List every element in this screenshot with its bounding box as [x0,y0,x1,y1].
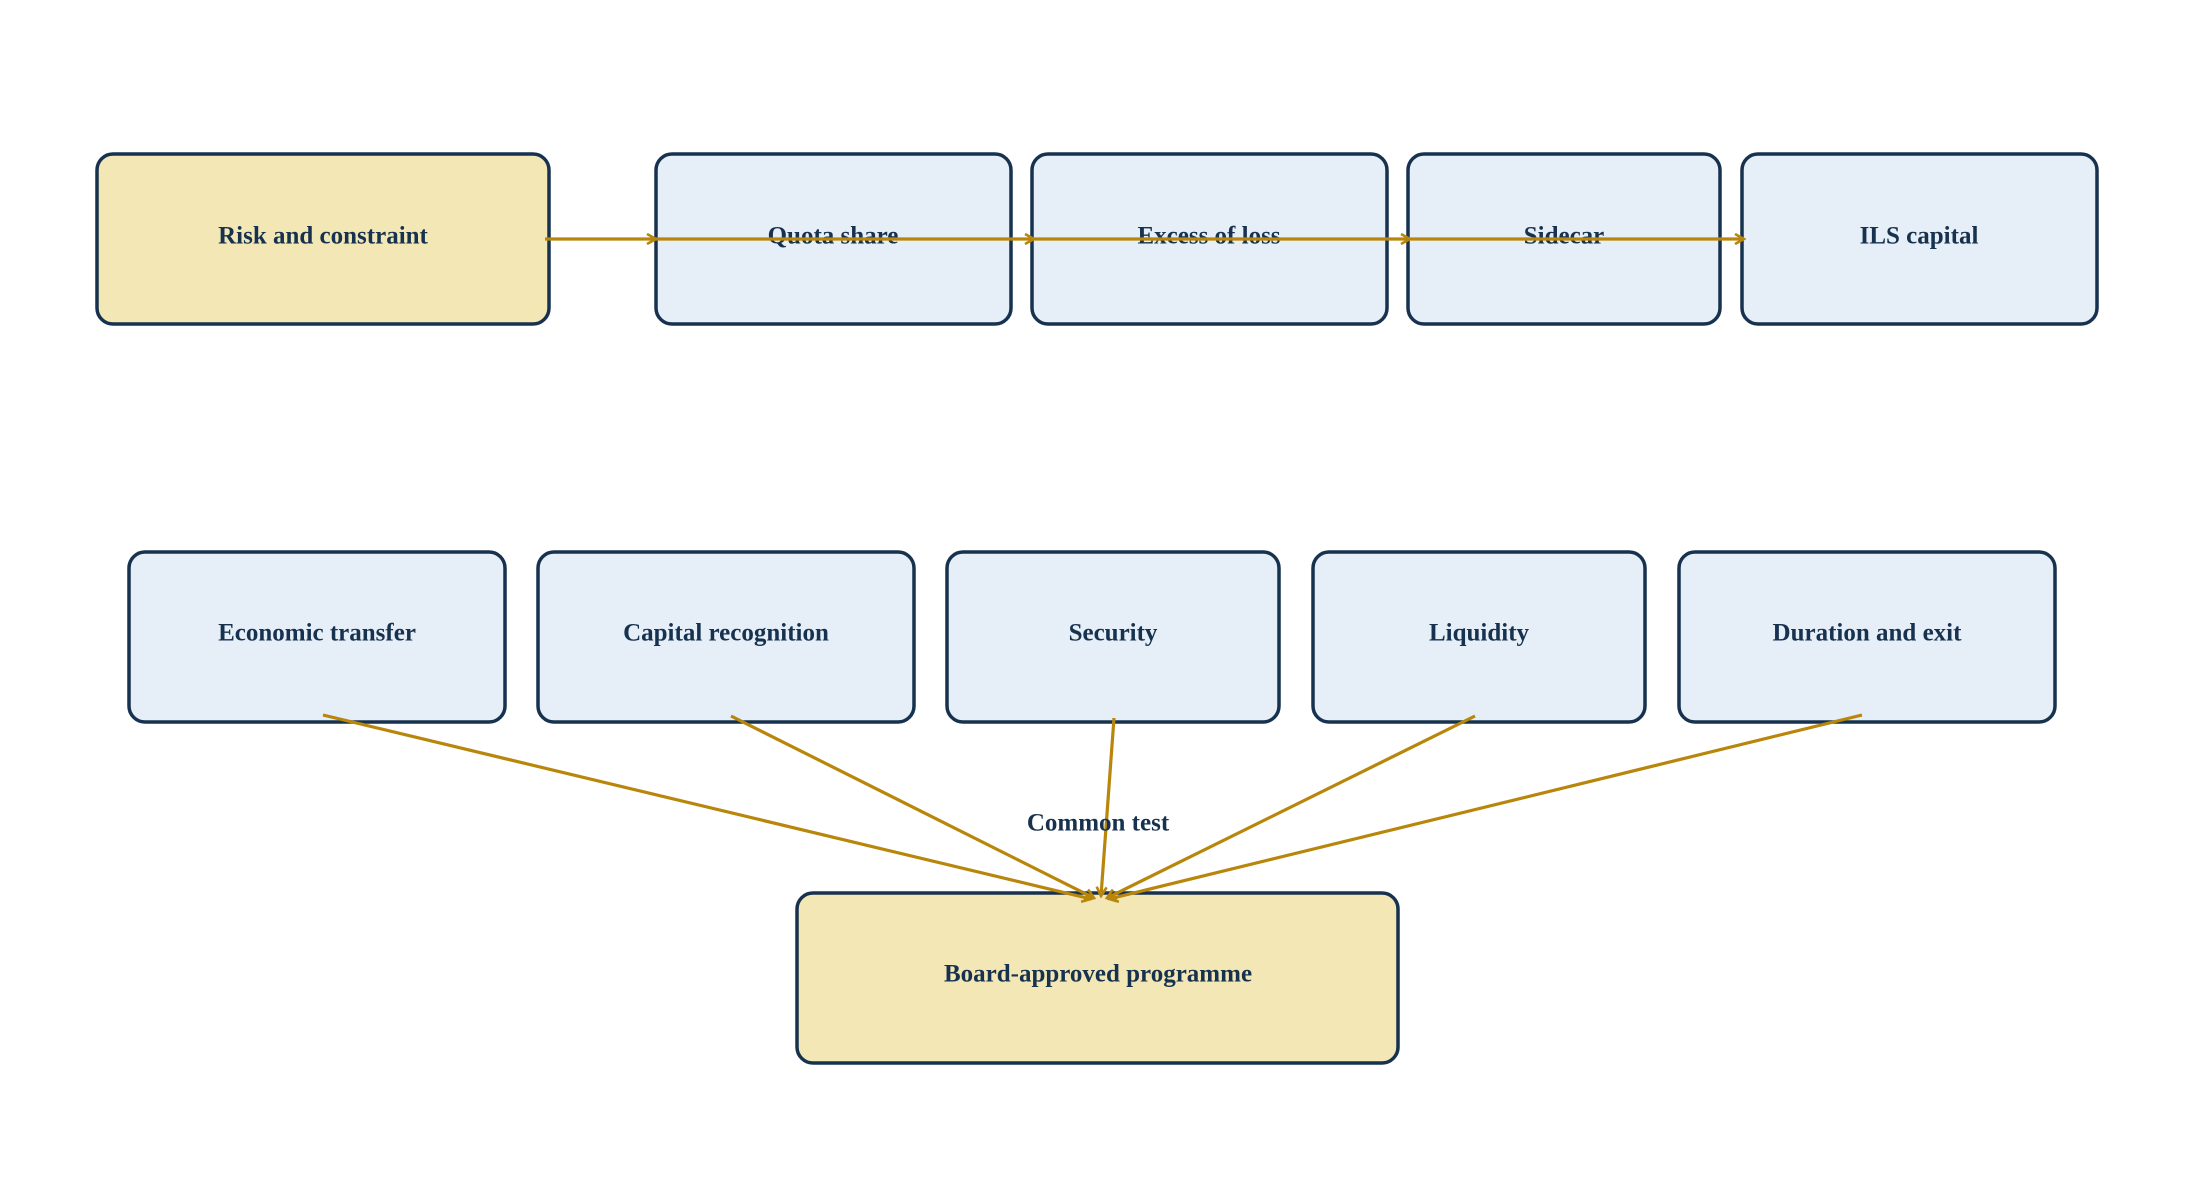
nodes-layer: Risk and constraint Quota share Excess o… [95,152,2099,1065]
node-liquidity-box [1311,550,1647,724]
node-duration-and-exit-box [1677,550,2057,724]
labels-layer: Common test [1027,810,1170,837]
node-liquidity: Liquidity [1311,550,1647,724]
node-ils-capital-label: ILS capital [1860,223,1979,250]
node-risk-and-constraint-label: Risk and constraint [218,223,428,250]
node-economic-transfer: Economic transfer [127,550,507,724]
node-capital-recognition-label: Capital recognition [623,620,829,647]
node-liquidity-label: Liquidity [1429,620,1530,647]
node-risk-and-constraint: Risk and constraint [95,152,551,326]
node-sidecar-label: Sidecar [1524,223,1605,250]
node-economic-transfer-box [127,550,507,724]
node-duration-and-exit: Duration and exit [1677,550,2057,724]
node-economic-transfer-label: Economic transfer [218,620,416,647]
edge-liquidity-to-outcome [1107,714,1476,898]
node-security: Security [945,550,1281,724]
node-board-approved-programme: Board-approved programme [795,891,1400,1065]
node-excess-of-loss-label: Excess of loss [1137,223,1280,250]
edge-economic-transfer-to-outcome [322,713,1091,899]
node-duration-and-exit-label: Duration and exit [1773,620,1963,647]
node-ils-capital: ILS capital [1740,152,2099,326]
edges-layer [322,239,1863,899]
connector-label-common-test: Common test [1027,810,1170,837]
node-quota-share-label: Quota share [768,223,899,250]
edge-duration-and-exit-to-outcome [1109,713,1863,899]
node-security-label: Security [1069,620,1158,647]
node-capital-recognition-box [536,550,916,724]
edge-security-to-outcome [1101,717,1116,896]
node-board-approved-programme-label: Board-approved programme [944,961,1252,988]
node-capital-recognition: Capital recognition [536,550,916,724]
edge-capital-recognition-to-outcome [730,714,1094,898]
